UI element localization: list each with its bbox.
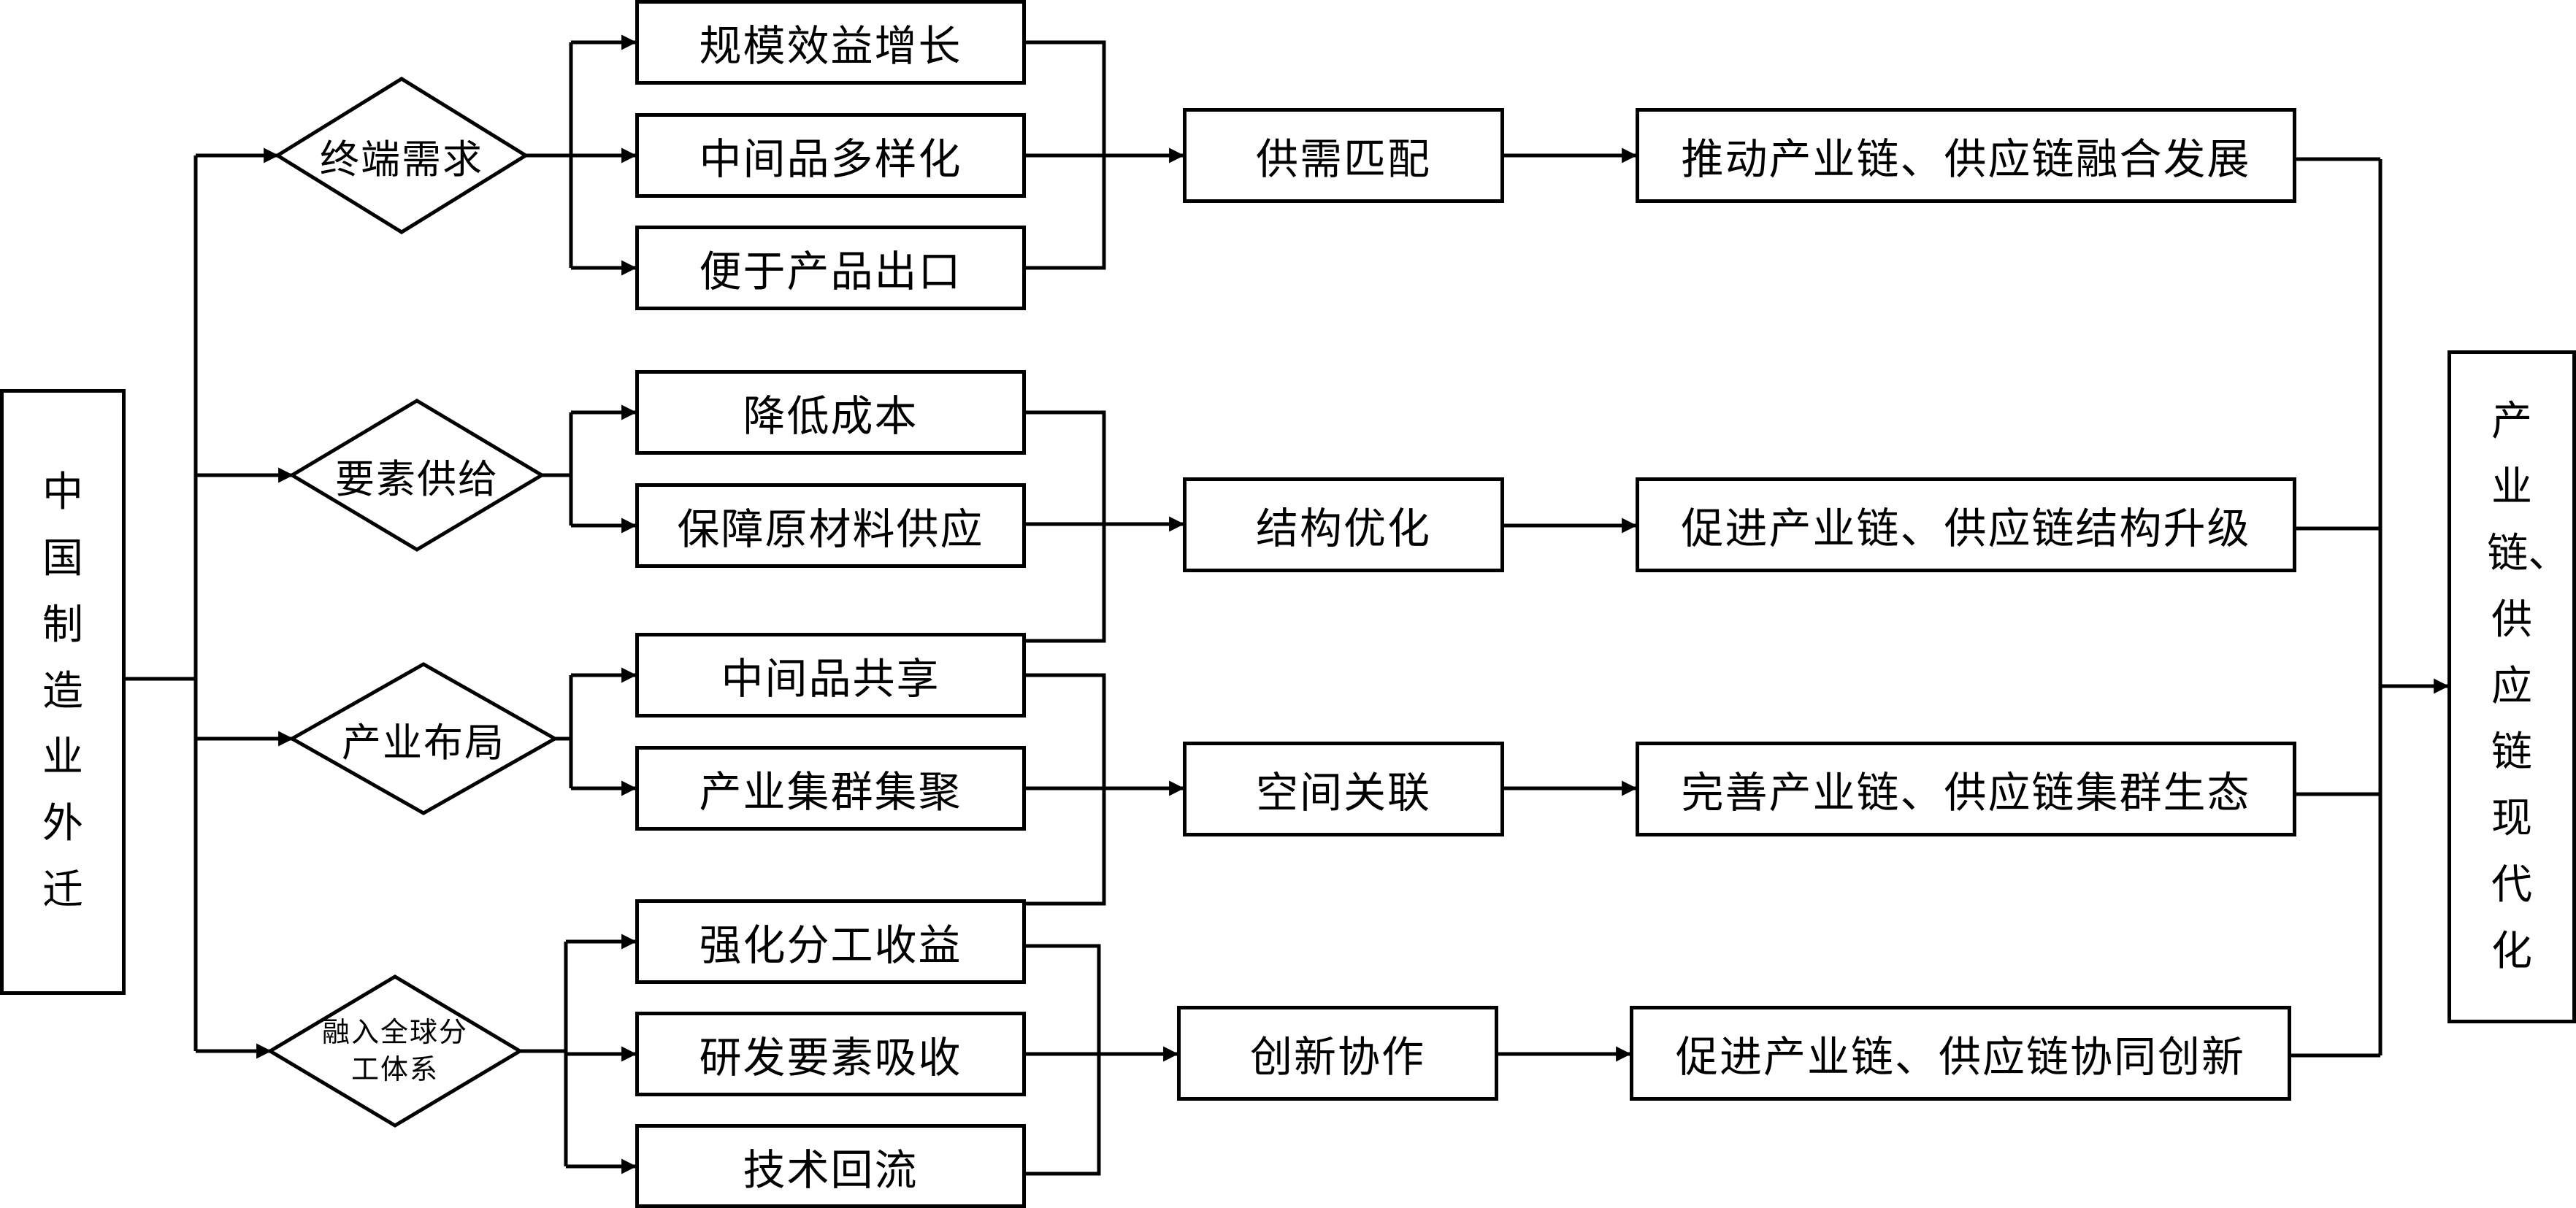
outcome-box: 促进产业链、供应链协同创新 [1630,1006,2291,1101]
driver-label-3: 产业布局 [342,719,505,766]
source-node: 中国制造业外迁 [0,389,126,995]
factor-box: 保障原材料供应 [635,483,1026,568]
mechanism-box: 空间关联 [1183,742,1504,836]
source-label: 中国制造业外迁 [42,469,83,914]
driver-label-4: 融入全球分工体系 [321,1015,468,1085]
factor-box: 研发要素吸收 [635,1012,1026,1096]
factor-box: 规模效益增长 [635,0,1026,85]
target-label: 产业链、供应链现代化 [2487,397,2569,975]
driver-label-2: 要素供给 [335,455,499,502]
mechanism-box: 供需匹配 [1183,108,1504,203]
factor-box: 中间品共享 [635,633,1026,718]
outcome-box: 促进产业链、供应链结构升级 [1636,477,2296,572]
outcome-box: 完善产业链、供应链集群生态 [1636,742,2296,836]
edge-group-2-bracket [1026,410,1106,643]
driver-diamond-1 [274,77,529,234]
edge-group-4-bracket [978,944,1101,1176]
factor-box: 中间品多样化 [635,113,1026,198]
factor-box: 便于产品出口 [635,226,1026,310]
driver-diamond-3 [288,662,559,815]
factor-box: 技术回流 [635,1124,1026,1208]
factor-box: 强化分工收益 [635,899,1026,984]
driver-label-1: 终端需求 [320,136,483,182]
factor-box: 降低成本 [635,370,1026,455]
mechanism-box: 创新协作 [1177,1006,1498,1101]
driver-diamond-4 [267,974,524,1128]
outcome-box: 推动产业链、供应链融合发展 [1636,108,2296,203]
target-node: 产业链、供应链现代化 [2447,350,2576,1023]
driver-diamond-2 [288,399,545,552]
mechanism-box: 结构优化 [1183,477,1504,572]
factor-box: 产业集群集聚 [635,746,1026,831]
